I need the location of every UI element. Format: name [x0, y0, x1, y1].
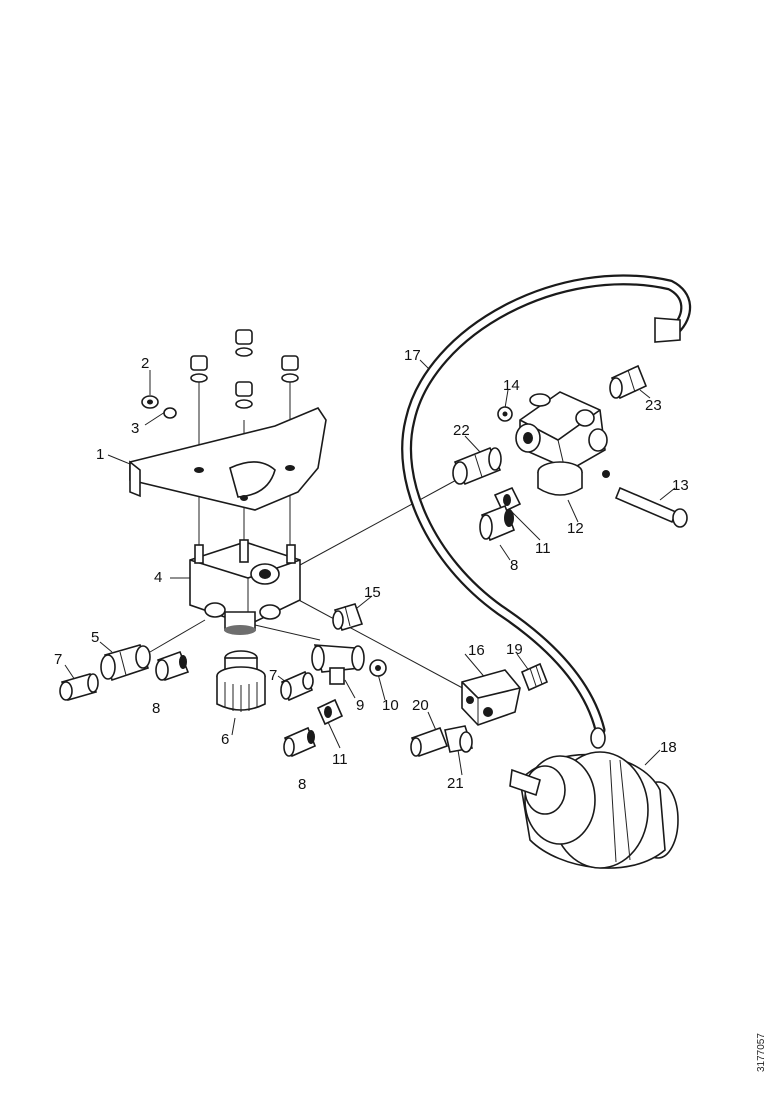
fitting-part-7-left: [59, 673, 99, 701]
callout-8-right: 8: [510, 557, 518, 574]
callout-5: 5: [91, 629, 99, 646]
block-part-16: [461, 669, 521, 726]
callout-11-lower: 11: [332, 751, 348, 768]
callout-8-left: 8: [152, 700, 160, 717]
fitting-part-20: [410, 726, 449, 758]
fitting-part-15: [332, 603, 364, 631]
callout-10: 10: [382, 697, 399, 714]
callout-23: 23: [645, 397, 662, 414]
callout-1: 1: [96, 446, 104, 463]
callout-13: 13: [672, 477, 689, 494]
callout-9: 9: [356, 697, 364, 714]
callout-14: 14: [503, 377, 520, 394]
relay-valve-part: [189, 539, 301, 635]
fitting-part-19: [520, 662, 549, 692]
callout-6: 6: [221, 731, 229, 748]
callout-7-left: 7: [54, 651, 62, 668]
tee-part-9: [311, 644, 365, 685]
callout-3: 3: [131, 420, 139, 437]
brake-chamber-part-18: [509, 727, 679, 869]
bracket-part: [129, 407, 327, 511]
fitting-part-7-center: [280, 670, 314, 702]
callout-18: 18: [660, 739, 677, 756]
reference-number: 3177057: [756, 1033, 767, 1072]
callout-7-center: 7: [269, 667, 277, 684]
washer-part-14: [497, 406, 513, 422]
coupling-part-5: [100, 644, 151, 682]
callout-12: 12: [567, 520, 584, 537]
valve-part-12: [515, 391, 610, 496]
callout-17: 17: [404, 347, 421, 364]
filter-part-6: [216, 650, 266, 712]
callout-11-right: 11: [535, 540, 551, 557]
washer-part-10: [369, 659, 387, 677]
callout-22: 22: [453, 422, 470, 439]
washer-part: [163, 407, 177, 419]
plug-part-8-right: [479, 504, 516, 542]
callout-19: 19: [506, 641, 523, 658]
fitting-part-22: [452, 446, 502, 486]
nipple-part-11-right: [493, 486, 522, 514]
bolt-part-13: [614, 486, 688, 528]
callout-labels: 1 2 3 4 5 7 8 6 7 8 9 10 11 15 16 19 20 …: [54, 347, 689, 793]
nut-part: [141, 395, 159, 409]
callout-15: 15: [364, 584, 381, 601]
callout-21: 21: [447, 775, 464, 792]
callout-8-lower: 8: [298, 776, 306, 793]
elbow-part-21: [444, 725, 474, 753]
callout-16: 16: [468, 642, 485, 659]
callout-2: 2: [141, 355, 149, 372]
plug-part-8-left: [155, 650, 190, 682]
nipple-part-11-lower: [316, 698, 344, 726]
callout-20: 20: [412, 697, 429, 714]
callout-4: 4: [154, 569, 162, 586]
fitting-part-23: [609, 317, 681, 400]
plug-part-8-lower: [283, 726, 317, 758]
top-nuts: [190, 329, 299, 409]
